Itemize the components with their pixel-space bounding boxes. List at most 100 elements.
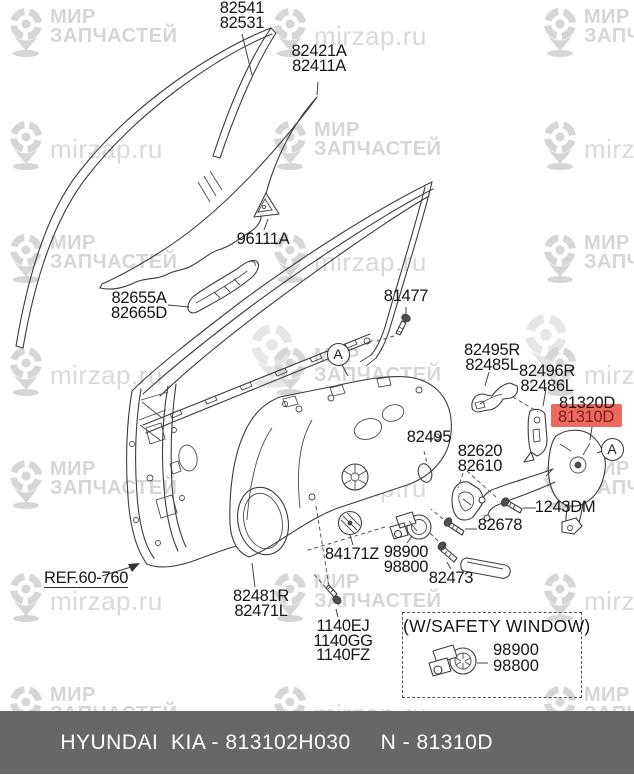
safety-window-part-numbers: 98900 98800 bbox=[493, 641, 539, 675]
part-label-82473: 82473 bbox=[428, 569, 474, 587]
part-number-line: 82610 bbox=[457, 456, 503, 475]
part-number-line: REF.60-760 bbox=[44, 569, 129, 587]
watermark-site-text: mirzap.ru bbox=[584, 360, 634, 390]
map-pin-gear-logo bbox=[10, 460, 42, 509]
part-number-line: 81477 bbox=[383, 287, 429, 305]
part-label-81310D: 81310D bbox=[558, 408, 614, 426]
watermark-site-text: mirzap.ru bbox=[314, 21, 427, 51]
map-pin-gear-logo bbox=[10, 121, 42, 170]
part-number-line: 84171Z bbox=[324, 545, 380, 563]
delta-cover bbox=[253, 192, 280, 218]
watermark-site-text: mirzap.ru bbox=[314, 247, 427, 277]
part-number-line: 82481R bbox=[233, 587, 289, 605]
part-number-line: 82473 bbox=[428, 569, 474, 587]
grommet-cap bbox=[337, 510, 363, 536]
watermark-logo-large bbox=[520, 310, 572, 378]
part-label-81477: 81477 bbox=[383, 287, 429, 305]
bolt-82678 bbox=[443, 517, 465, 536]
window-motor-icon bbox=[428, 644, 488, 677]
map-pin-gear-logo bbox=[525, 314, 567, 378]
part-label-REF-60-760: REF.60-760 bbox=[44, 569, 129, 588]
door-glass bbox=[99, 96, 318, 290]
part-number-line: 82531 bbox=[219, 13, 265, 32]
door-latch-assembly bbox=[460, 429, 606, 579]
part-number-line: 1243DM bbox=[534, 498, 596, 516]
exploded-parts-diagram bbox=[15, 27, 606, 618]
part-label-82678: 82678 bbox=[478, 517, 523, 533]
view-callout-A: A bbox=[600, 437, 624, 461]
highlighted-part-box bbox=[551, 404, 622, 427]
part-number-line: 98800 bbox=[383, 557, 429, 576]
part-label-81320D: 81320D bbox=[559, 394, 615, 412]
handle-retainer bbox=[523, 408, 548, 463]
map-pin-gear-logo bbox=[10, 8, 42, 57]
bolt-82473 bbox=[437, 541, 458, 563]
view-callout-A: A bbox=[326, 342, 350, 366]
outside-door-handle bbox=[187, 260, 260, 314]
part-number-line: 1140EJ bbox=[316, 617, 370, 635]
watermark-tile: mirzap.ru bbox=[270, 231, 427, 283]
bolt-81477 bbox=[395, 313, 411, 336]
part-number-line: 82485L bbox=[465, 355, 519, 374]
glass-run-channel bbox=[15, 27, 277, 349]
part-number-line: 82620 bbox=[457, 442, 503, 460]
watermark-site-text: mirzap.ru bbox=[50, 586, 163, 616]
part-number-line: 82495R bbox=[464, 341, 520, 359]
part-number-line: 82655A bbox=[111, 289, 167, 307]
part-number-line: 82486L bbox=[520, 376, 574, 395]
map-pin-gear-logo bbox=[10, 347, 42, 396]
part-number-line: 82471L bbox=[234, 601, 288, 620]
safety-part-number: 98900 bbox=[493, 641, 539, 659]
part-number-line: 96111A bbox=[236, 230, 290, 248]
safety-part-number: 98800 bbox=[493, 656, 539, 675]
door-shell-frame bbox=[126, 181, 434, 568]
watermark-tile: mirzap.ru bbox=[540, 344, 634, 396]
part-label-82495: 82495 bbox=[407, 429, 452, 445]
watermark-site-text: mirzap.ru bbox=[584, 586, 634, 616]
dashed-assembly-lines bbox=[304, 335, 539, 589]
map-pin-gear-logo bbox=[544, 234, 576, 283]
part-number-line: 1140GG bbox=[313, 631, 373, 650]
safety-window-option-box: (W/SAFETY WINDOW) 98900 98800 bbox=[402, 612, 590, 698]
ref-arrow bbox=[101, 563, 140, 577]
handle-bracket bbox=[471, 382, 519, 413]
map-pin-gear-logo bbox=[544, 347, 576, 396]
watermark-tile: mirzap.ru bbox=[540, 118, 634, 170]
watermark-site-text: mirzap.ru bbox=[50, 360, 163, 390]
map-pin-gear-logo bbox=[274, 234, 306, 283]
door-module-panel bbox=[229, 376, 452, 558]
part-number-line: 81310D bbox=[558, 408, 614, 426]
part-label-96111A: 96111A bbox=[236, 230, 290, 248]
watermark-site-text: mirzap.ru bbox=[584, 134, 634, 164]
part-number-line: 81320D bbox=[559, 394, 615, 412]
part-number-line: 98900 bbox=[383, 543, 429, 561]
watermark-tile: mirzap.ru bbox=[6, 118, 163, 170]
part-number-line: 82411A bbox=[292, 56, 346, 75]
part-label-1243DM: 1243DM bbox=[534, 498, 596, 516]
watermark-site-text: mirzap.ru bbox=[50, 134, 163, 164]
part-number-line: 82541 bbox=[219, 0, 265, 17]
map-pin-gear-logo bbox=[274, 8, 306, 57]
inside-handle-bezel bbox=[451, 481, 484, 521]
